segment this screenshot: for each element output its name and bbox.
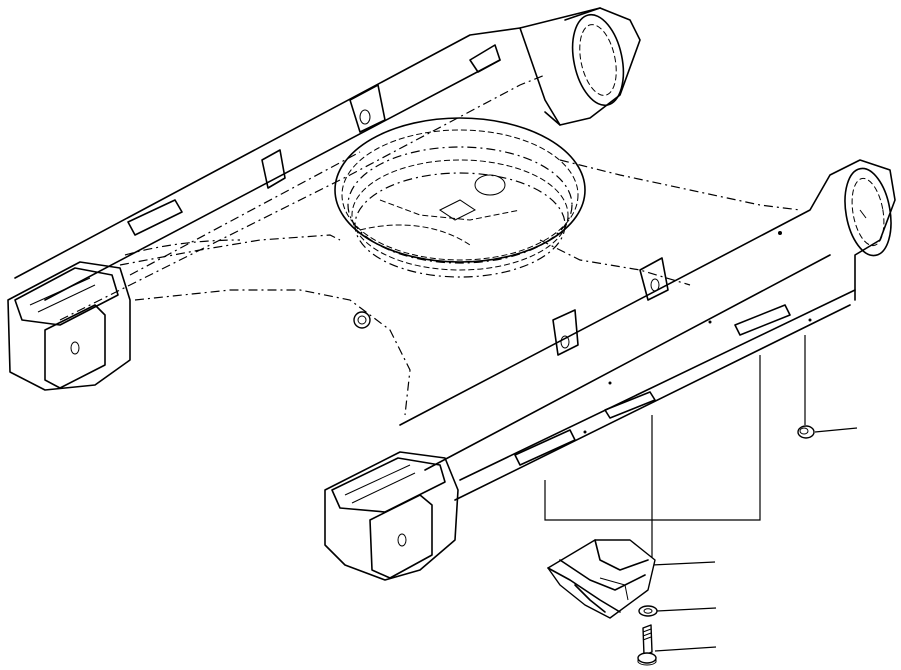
rear-left-end-block [7,261,131,391]
upper-side-frame [14,7,641,321]
bolt-callout-line [654,646,717,652]
washer-part [638,605,658,617]
front-left-end-block [324,451,459,581]
lower-side-frame [399,159,896,501]
track-guide-part [547,539,656,619]
track-frame [7,7,896,581]
cap-callout-line [814,427,858,433]
bolt-part [637,624,657,666]
callout-leaders [544,335,858,652]
plug-part [797,425,815,439]
swing-circle [334,117,586,278]
guard-callout-line [651,561,716,566]
washer-callout-line [656,607,717,612]
center-crossmember [119,159,801,416]
